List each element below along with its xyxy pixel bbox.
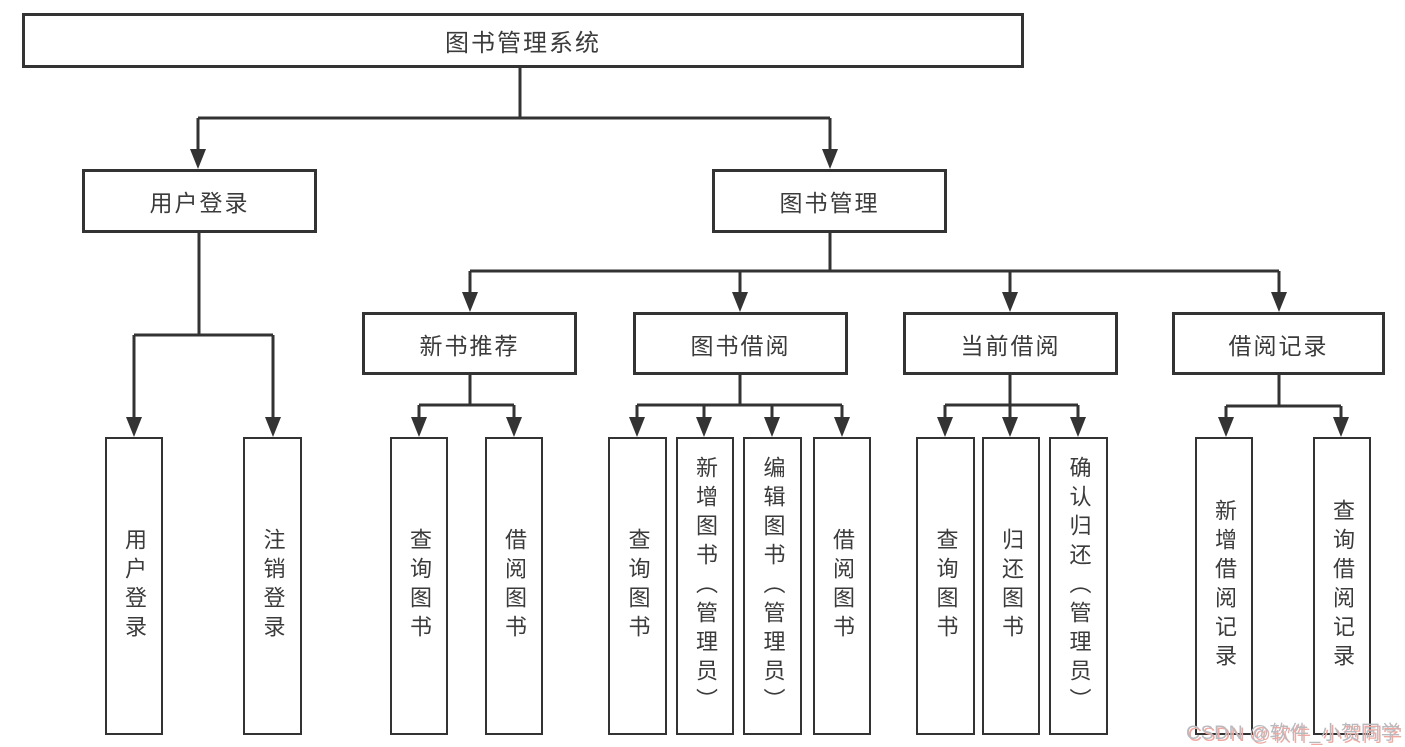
leaf-label: 查询图书 (407, 528, 432, 644)
csdn-watermark: CSDN @软件_小贺同学 (1186, 722, 1401, 744)
node-book-borrowing: 图书借阅 (633, 312, 848, 375)
node-new-book-recommendation: 新书推荐 (362, 312, 577, 375)
leaf-label: 归还图书 (999, 528, 1024, 644)
leaf-edit-books-admin: 编辑图书（管理员） (743, 437, 802, 735)
node-current-borrowing: 当前借阅 (903, 312, 1118, 375)
node-label: 用户登录 (149, 190, 250, 216)
leaf-label: 注销登录 (260, 528, 286, 644)
leaf-label: 查询图书 (933, 528, 959, 644)
leaf-return-books: 归还图书 (982, 437, 1040, 735)
node-label: 新书推荐 (419, 332, 520, 359)
leaf-borrow-books-borrow: 借阅图书 (813, 437, 871, 735)
leaf-add-books-admin: 新增图书（管理员） (676, 437, 734, 735)
leaf-label: 确认归还（管理员） (1066, 455, 1092, 717)
leaf-query-borrow-record: 查询借阅记录 (1313, 437, 1371, 735)
node-label: 当前借阅 (960, 332, 1061, 359)
leaf-borrow-books-recommend: 借阅图书 (485, 437, 543, 735)
node-label: 图书管理 (779, 190, 880, 216)
leaf-label: 编辑图书（管理员） (760, 455, 786, 717)
leaf-label: 查询图书 (625, 528, 651, 644)
node-user-login: 用户登录 (82, 169, 317, 233)
node-label: 图书管理系统 (445, 30, 601, 57)
leaf-query-books-borrow: 查询图书 (608, 437, 667, 735)
leaf-label: 新增借阅记录 (1212, 499, 1237, 673)
leaf-label: 用户登录 (122, 528, 147, 644)
node-label: 图书借阅 (690, 332, 791, 359)
leaf-user-login: 用户登录 (105, 437, 163, 735)
node-book-management: 图书管理 (712, 169, 947, 233)
node-label: 借阅记录 (1228, 332, 1329, 359)
leaf-label: 借阅图书 (502, 528, 527, 644)
node-borrowing-records: 借阅记录 (1172, 312, 1385, 375)
leaf-label: 查询借阅记录 (1330, 499, 1355, 673)
leaf-label: 借阅图书 (830, 528, 855, 644)
leaf-label: 新增图书（管理员） (693, 455, 718, 717)
leaf-query-books-current: 查询图书 (916, 437, 975, 735)
leaf-add-borrow-record: 新增借阅记录 (1195, 437, 1253, 735)
leaf-logout: 注销登录 (243, 437, 302, 735)
node-library-management-system: 图书管理系统 (22, 13, 1024, 68)
leaf-confirm-return-admin: 确认归还（管理员） (1049, 437, 1108, 735)
leaf-query-books-recommend: 查询图书 (390, 437, 448, 735)
